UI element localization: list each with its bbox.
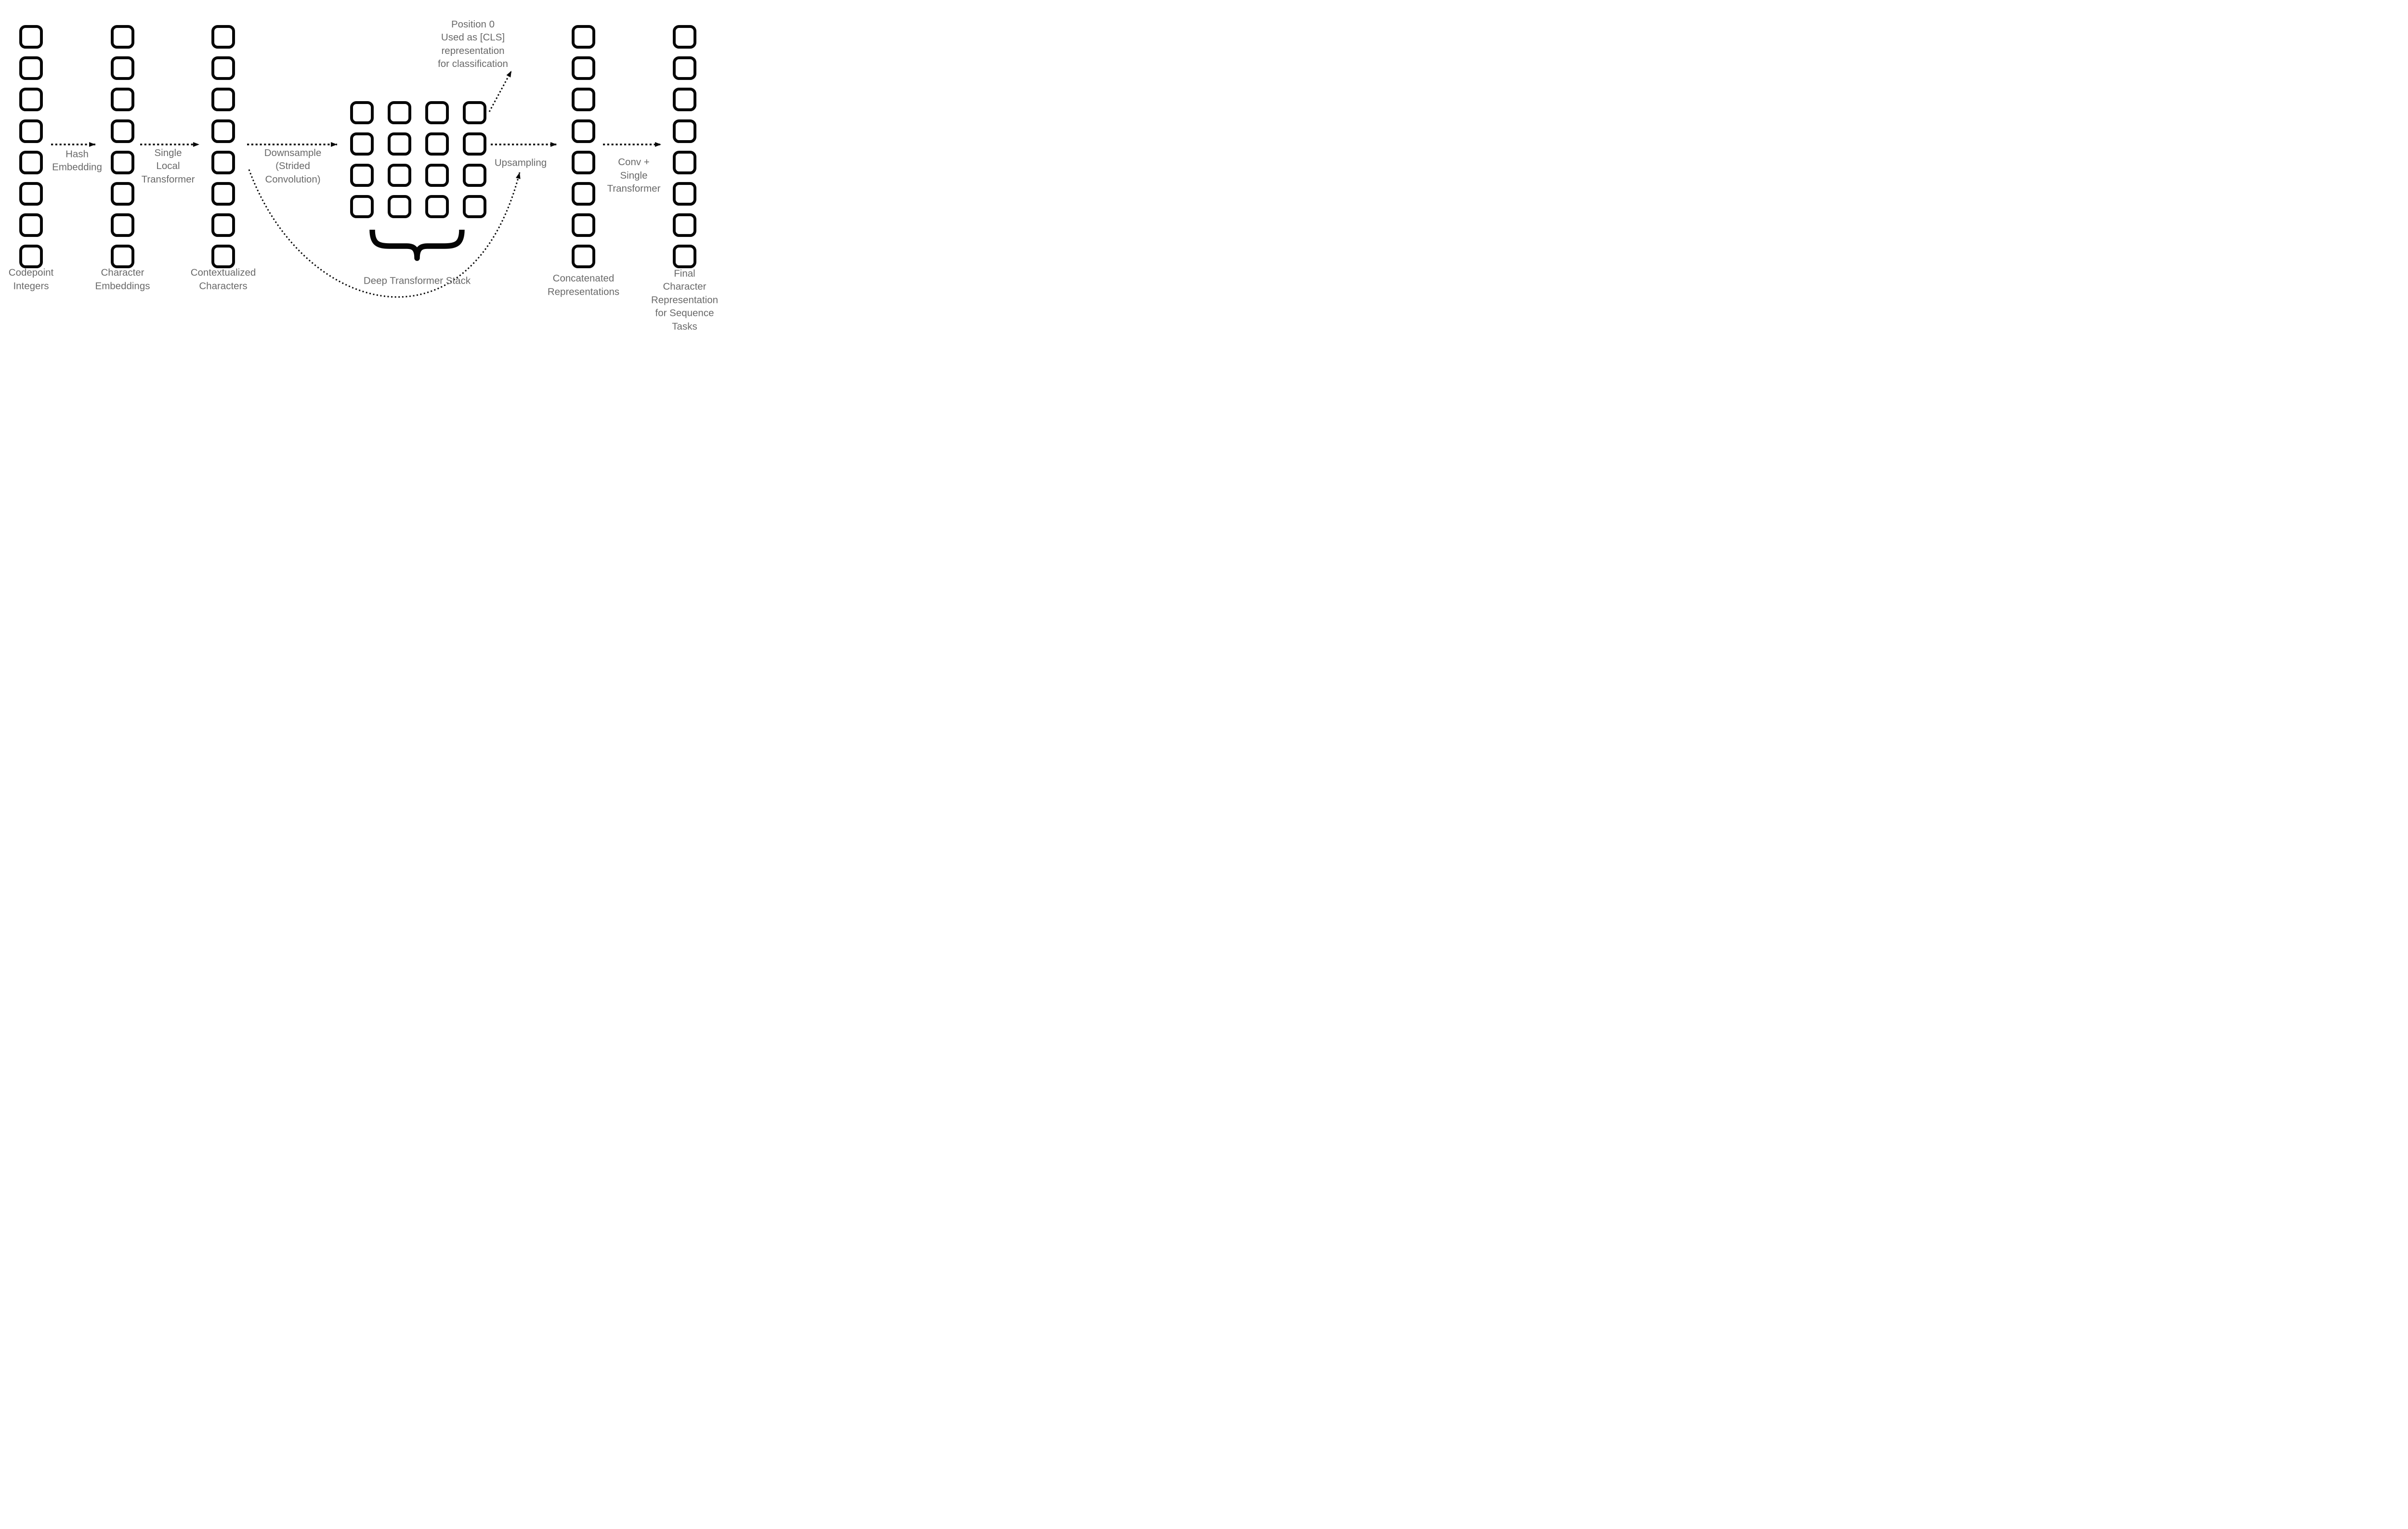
deep-transformer-grid-box: [463, 164, 486, 187]
codepoint-integers-box: [19, 119, 43, 143]
deep-transformer-grid-box: [388, 132, 411, 156]
canine-architecture-diagram: Codepoint Integers Character Embeddings …: [0, 0, 740, 341]
concatenated-representations-box: [572, 245, 595, 269]
deep-transformer-grid-box: [425, 164, 449, 187]
deep-transformer-grid-box: [388, 101, 411, 124]
deep-transformer-grid-box: [350, 132, 374, 156]
deep-transformer-grid-box: [463, 195, 486, 218]
character-embeddings-box: [111, 88, 134, 112]
codepoint-integers-box: [19, 245, 43, 269]
final-character-representation-box: [673, 88, 696, 112]
column-label-character-embeddings: Character Embeddings: [95, 267, 150, 292]
deep-transformer-grid-box: [425, 132, 449, 156]
deep-transformer-grid-box: [463, 132, 486, 156]
codepoint-integers-box: [19, 88, 43, 112]
final-character-representation-box: [673, 56, 696, 80]
contextualized-characters-box: [211, 56, 235, 80]
deep-transformer-grid-box: [388, 195, 411, 218]
column-label-concatenated-representations: Concatenated Representations: [547, 273, 620, 298]
deep-transformer-grid-box: [463, 101, 486, 124]
concatenated-representations-box: [572, 56, 595, 80]
arrow-label-single-local-transformer: Single Local Transformer: [141, 147, 195, 185]
arrow-label-upsampling: Upsampling: [494, 157, 547, 169]
codepoint-integers-box: [19, 56, 43, 80]
character-embeddings-box: [111, 213, 134, 237]
codepoint-integers-box: [19, 25, 43, 49]
contextualized-characters-box: [211, 25, 235, 49]
final-character-representation-box: [673, 245, 696, 269]
character-embeddings-box: [111, 150, 134, 174]
contextualized-characters-box: [211, 245, 235, 269]
connector-layer: [51, 70, 661, 298]
contextualized-characters-box: [211, 119, 235, 143]
concatenated-representations-box: [572, 119, 595, 143]
deep-transformer-grid-box: [350, 195, 374, 218]
final-character-representation-box: [673, 182, 696, 206]
arrow-label-downsample: Downsample (Strided Convolution): [264, 147, 322, 185]
character-embeddings-box: [111, 56, 134, 80]
contextualized-characters-box: [211, 88, 235, 112]
contextualized-characters-box: [211, 182, 235, 206]
concatenated-representations-box: [572, 213, 595, 237]
concatenated-representations-box: [572, 88, 595, 112]
cls-position0-arrow: [488, 70, 512, 112]
concatenated-representations-box: [572, 25, 595, 49]
column-label-codepoint-integers: Codepoint Integers: [8, 267, 54, 292]
concatenated-representations-box: [572, 150, 595, 174]
character-embeddings-box: [111, 245, 134, 269]
deep-transformer-grid-box: [425, 101, 449, 124]
codepoint-integers-box: [19, 213, 43, 237]
deep-transformer-grid-box: [350, 164, 374, 187]
character-embeddings-box: [111, 182, 134, 206]
deep-transformer-stack-brace: [369, 229, 465, 261]
codepoint-integers-box: [19, 182, 43, 206]
column-label-final-character-representation: Final Character Representation for Seque…: [651, 267, 719, 332]
contextualized-characters-box: [211, 213, 235, 237]
final-character-representation-box: [673, 213, 696, 237]
residual-skip-arc-arrow: [248, 169, 521, 298]
brace-label-deep-transformer-stack: Deep Transformer Stack: [363, 275, 471, 287]
contextualized-characters-box: [211, 150, 235, 174]
deep-transformer-grid-box: [388, 164, 411, 187]
final-character-representation-box: [673, 150, 696, 174]
column-label-contextualized-characters: Contextualized Characters: [190, 267, 256, 292]
arrow-label-conv-single-transformer: Conv + Single Transformer: [607, 156, 661, 194]
final-character-representation-box: [673, 25, 696, 49]
character-embeddings-box: [111, 119, 134, 143]
arrow-label-hash-embedding: Hash Embedding: [52, 148, 102, 173]
deep-transformer-grid-box: [425, 195, 449, 218]
concatenated-representations-box: [572, 182, 595, 206]
deep-transformer-grid-box: [350, 101, 374, 124]
cls-position0-note: Position 0 Used as [CLS] representation …: [438, 18, 508, 70]
final-character-representation-box: [673, 119, 696, 143]
codepoint-integers-box: [19, 150, 43, 174]
character-embeddings-box: [111, 25, 134, 49]
